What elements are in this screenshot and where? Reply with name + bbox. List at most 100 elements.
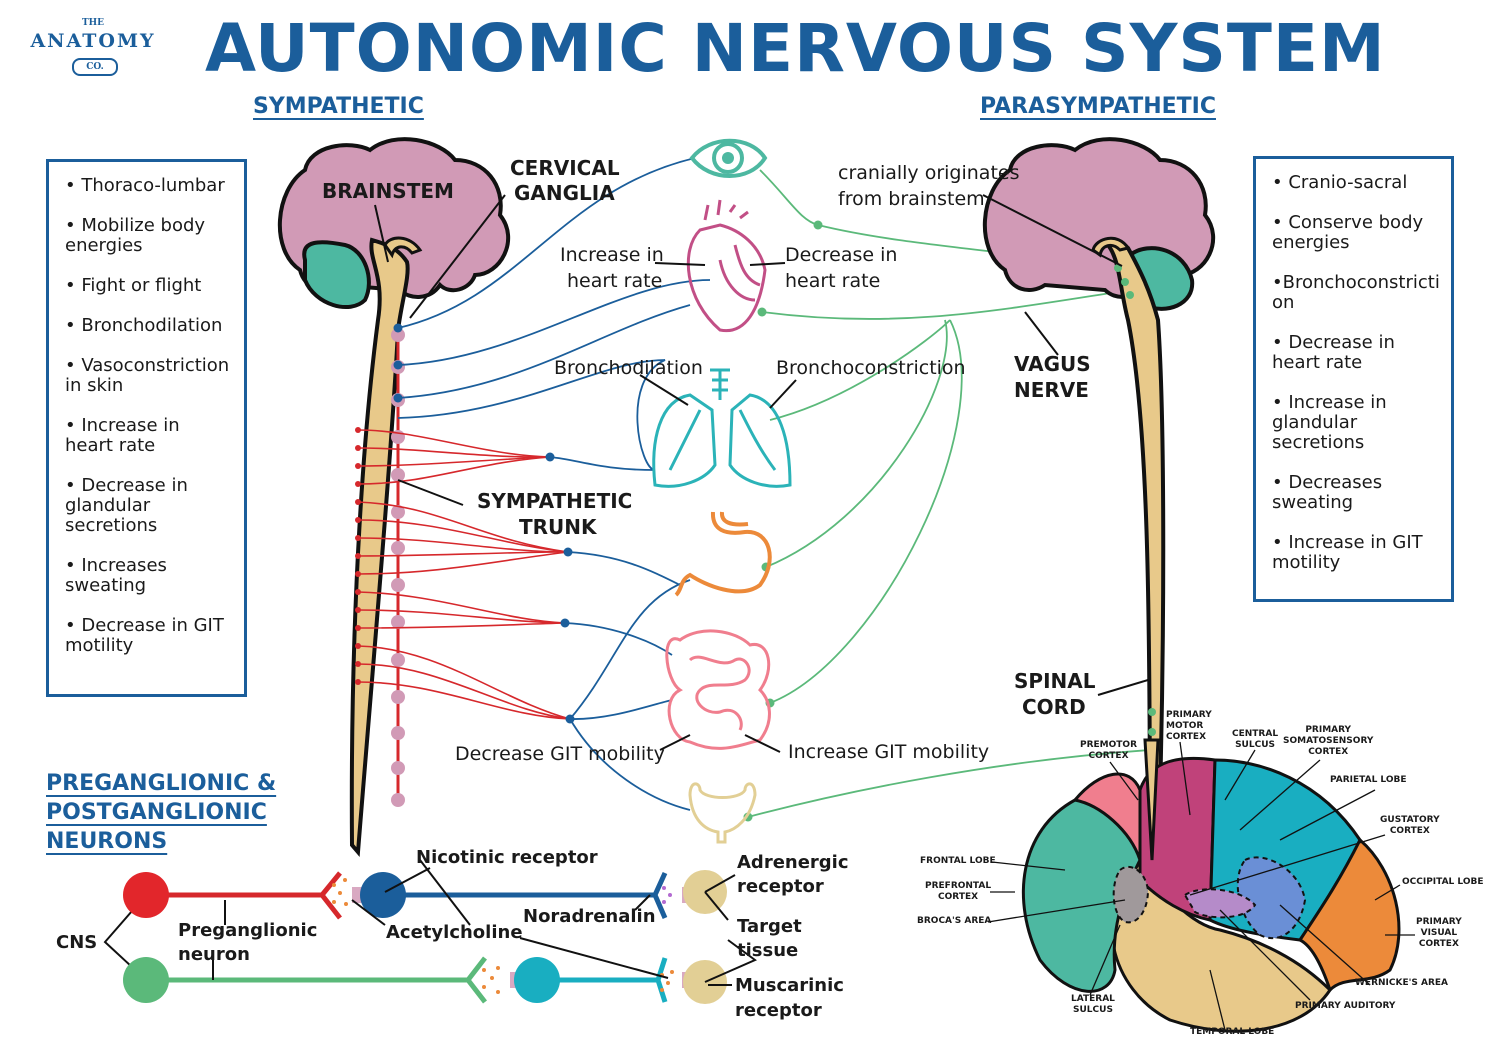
sympathetic-trunk-label-1: SYMPATHETIC xyxy=(477,489,633,513)
region-text: SULCUS xyxy=(1073,1005,1113,1015)
region-text: VISUAL xyxy=(1420,928,1458,938)
muscarinic-label-1: Muscarinic xyxy=(735,975,844,996)
neuron-diagram xyxy=(103,859,757,1004)
cranially-label-2: from brainstem xyxy=(838,188,985,210)
temporal-lobe-label: TEMPORAL LOBE xyxy=(1190,1027,1275,1037)
logo-co: CO. xyxy=(72,58,118,76)
company-logo: THE ANATOMY CO. xyxy=(22,18,164,78)
region-text: PRIMARY xyxy=(1305,725,1352,735)
increase-git-label: Increase GIT mobility xyxy=(788,741,990,763)
noradrenalin-label: Noradrenalin xyxy=(523,906,656,927)
parasympathetic-features-box: • Cranio-sacral • Conserve body energies… xyxy=(1253,156,1454,602)
region-text: LATERAL xyxy=(1071,994,1115,1004)
sympathetic-item: • Thoraco-lumbar xyxy=(65,175,225,196)
region-text: CORTEX xyxy=(1088,751,1129,761)
sympathetic-item: • Fight or flight xyxy=(65,275,202,296)
region-text: PRIMARY xyxy=(1416,917,1462,927)
cns-label: CNS xyxy=(56,932,98,953)
primary-auditory-label: PRIMARY AUDITORY xyxy=(1295,1001,1396,1011)
region-text: CORTEX xyxy=(1389,826,1430,836)
muscarinic-label-2: receptor xyxy=(735,1000,822,1021)
heart-icon xyxy=(686,199,767,333)
sympathetic-item: • Vasoconstriction in skin xyxy=(65,355,230,396)
brainstem-label: BRAINSTEM xyxy=(322,179,454,203)
sympathetic-item: • Bronchodilation xyxy=(65,315,223,336)
bladder-icon xyxy=(688,782,757,844)
region-text: PREFRONTAL xyxy=(925,881,992,891)
region-text: MOTOR xyxy=(1166,721,1204,731)
parasympathetic-heading: PARASYMPATHETIC xyxy=(980,94,1216,119)
sympathetic-item: • Decrease in glandular secretions xyxy=(65,475,188,536)
region-text: CENTRAL xyxy=(1232,729,1279,739)
decrease-hr-label-1: Decrease in xyxy=(785,244,898,266)
region-text: PREMOTOR xyxy=(1080,740,1138,750)
region-text: PRIMARY xyxy=(1166,710,1212,720)
bronchodilation-label: Bronchodilation xyxy=(554,357,703,379)
target-tissue-label-1: Target xyxy=(737,916,802,937)
frontal-lobe-label: FRONTAL LOBE xyxy=(920,856,996,866)
cranially-label-1: cranially originates xyxy=(838,162,1020,184)
central-sulcus-label: CENTRAL SULCUS xyxy=(1232,729,1278,751)
sympathetic-trunk-label-2: TRUNK xyxy=(519,515,597,539)
spinal-cord-label-1: SPINAL xyxy=(1014,669,1096,693)
region-text: CORTEX xyxy=(1308,747,1349,757)
left-brain xyxy=(278,137,511,857)
occipital-lobe-label: OCCIPITAL LOBE xyxy=(1402,877,1484,887)
page-title: AUTONOMIC NERVOUS SYSTEM xyxy=(205,10,1386,87)
nicotinic-label: Nicotinic receptor xyxy=(416,847,598,868)
leader-lines xyxy=(374,194,1149,753)
preganglionic-label-2: neuron xyxy=(178,944,250,965)
wernickes-area-label: WERNICKE'S AREA xyxy=(1355,978,1448,988)
increase-hr-label-1: Increase in xyxy=(560,244,664,266)
adrenergic-label-1: Adrenergic xyxy=(737,852,849,873)
sympathetic-features-box: • Thoraco-lumbar • Mobilize body energie… xyxy=(46,159,247,697)
cervical-ganglia-label-1: CERVICAL xyxy=(510,156,620,180)
sympathetic-postganglionic-fibers xyxy=(397,157,711,811)
parasympathetic-item: • Decreases sweating xyxy=(1272,472,1383,513)
region-text: CORTEX xyxy=(1166,732,1207,742)
intestines-icon xyxy=(665,629,771,750)
region-text: SOMATOSENSORY xyxy=(1283,736,1374,746)
vagus-nerve-label-2: NERVE xyxy=(1014,378,1089,402)
sympathetic-item: • Decrease in GIT motility xyxy=(65,615,224,656)
neurons-heading-1: PREGANGLIONIC & xyxy=(46,771,277,796)
sympathetic-heading: SYMPATHETIC xyxy=(253,94,424,119)
somatosensory-cortex-label: PRIMARY SOMATOSENSORY CORTEX xyxy=(1283,725,1373,758)
gustatory-cortex-label: GUSTATORY CORTEX xyxy=(1380,815,1440,837)
parasympathetic-item: •Bronchoconstricti on xyxy=(1272,272,1440,313)
neurons-heading-3: NEURONS xyxy=(46,829,168,854)
parasympathetic-item: • Conserve body energies xyxy=(1272,212,1424,253)
parietal-lobe-label: PARIETAL LOBE xyxy=(1330,775,1407,785)
visual-cortex-label: PRIMARY VISUAL CORTEX xyxy=(1416,917,1462,950)
decrease-hr-label-2: heart rate xyxy=(785,270,881,292)
decrease-git-label: Decrease GIT mobility xyxy=(455,743,665,765)
region-text: CORTEX xyxy=(938,892,979,902)
logo-the: THE xyxy=(81,18,105,28)
brocas-area-label: BROCA'S AREA xyxy=(917,916,992,926)
sympathetic-chain xyxy=(355,325,571,807)
bronchoconstriction-label: Bronchoconstriction xyxy=(776,357,966,379)
primary-motor-cortex-label: PRIMARY MOTOR CORTEX xyxy=(1166,710,1212,743)
lungs-icon xyxy=(652,368,792,488)
neurons-heading-2: POSTGANGLIONIC xyxy=(46,800,267,825)
eye-icon xyxy=(689,138,768,178)
cervical-ganglia-label-2: GANGLIA xyxy=(514,181,615,205)
region-text: SULCUS xyxy=(1235,740,1275,750)
premotor-cortex-label: PREMOTOR CORTEX xyxy=(1080,740,1137,762)
vagus-nerve-label-1: VAGUS xyxy=(1014,352,1091,376)
preganglionic-label-1: Preganglionic xyxy=(178,920,318,941)
adrenergic-label-2: receptor xyxy=(737,876,824,897)
region-text: CORTEX xyxy=(1418,939,1459,949)
prefrontal-cortex-label: PREFRONTAL CORTEX xyxy=(925,881,991,903)
parasympathetic-item: • Cranio-sacral xyxy=(1272,172,1408,193)
acetylcholine-label: Acetylcholine xyxy=(386,922,523,943)
stomach-icon xyxy=(674,511,772,597)
sympathetic-item: • Increase in heart rate xyxy=(65,415,180,456)
parasympathetic-item: • Increase in glandular secretions xyxy=(1272,392,1387,453)
sympathetic-item: • Mobilize body energies xyxy=(65,215,206,256)
logo-main: ANATOMY xyxy=(30,30,156,52)
spinal-cord-label-2: CORD xyxy=(1022,695,1086,719)
increase-hr-label-2: heart rate xyxy=(567,270,663,292)
parasympathetic-item: • Increase in GIT motility xyxy=(1272,532,1423,573)
